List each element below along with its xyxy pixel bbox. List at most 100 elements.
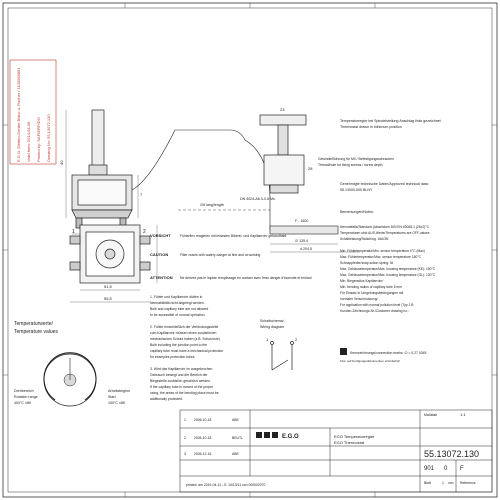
dim-right-height: 28 <box>308 166 313 171</box>
capillary-length-label: ∅6 lang/length <box>200 203 224 207</box>
reference-label: Reference <box>460 481 476 485</box>
mounted-note-en: Thermostat drawn in minimum position <box>340 125 402 129</box>
note-2-line-4: Bulb including the junction point to the <box>150 343 207 347</box>
note-3-line-1: 3. Wird das Kapillarrohr im ausgebrochen <box>150 367 212 371</box>
rev-row-1-index: 1 <box>184 418 186 422</box>
spec-line-7: Max. Gehäusetemperatur/Max. housing temp… <box>340 267 436 271</box>
note-1-line-4: to be accessible of normal operation. <box>150 313 205 317</box>
start-value: 150°C ±8K <box>108 401 126 405</box>
wiring-terminal-2: 2 <box>295 337 298 342</box>
ego-logo: E.G.O <box>256 432 299 440</box>
spec-line-11: Für Einsatz in Umgebungsbedingungen mit <box>340 291 403 295</box>
thermostat-front-view <box>69 224 151 284</box>
note-2-line-6: for examples protection tubes. <box>150 355 195 359</box>
bulb-diameter-label: ∅ 135.4 <box>295 239 308 243</box>
spec-line-6: Schnappfeder/snap action spring: Ni <box>340 261 393 265</box>
spec-line-2: Temperaturen sind AUS-Werte/Temperatures… <box>340 231 430 235</box>
format-code: F <box>460 466 464 472</box>
rev-row-1-date: 2006-10-18 <box>194 418 211 422</box>
note-3-block: 3. Wird das Kapillarrohr im ausgebrochen… <box>150 367 219 401</box>
stamp-line-4: Drawing No: 55.13072.130 <box>46 114 51 162</box>
sheet-number: 901 <box>424 466 435 472</box>
spec-line-9: Min. Biegeradius Kapillarrohr/ <box>340 279 383 283</box>
attention-heading: ATTENTION <box>150 275 173 280</box>
spec-line-10: Min. bending radius of capillary tube 5 … <box>340 285 402 289</box>
company-name: E.G.O <box>282 434 299 440</box>
note-1-block: 1. Fühler und Kapillarrohr dürfen in Nen… <box>150 295 208 317</box>
note-1-line-3: Bulb and capillary tube are not allowed <box>150 307 208 311</box>
approval-number: 55.13000.000 BLNY <box>340 188 373 192</box>
wiring-terminal-1: 1 <box>266 337 269 342</box>
terminal-label-2: 2 <box>143 229 146 235</box>
wiring-heading-en: Wiring diagram <box>260 325 284 329</box>
rev-row-3-index: 3 <box>184 452 186 456</box>
stamp-line-1: E.G.O. Elektro-Geräte Blanc u. Fischer /… <box>16 67 21 162</box>
terminal-label-1: 1 <box>72 229 75 235</box>
spec-line-14: Kunden-Zeichnungs-Nr./Customer drawing n… <box>340 309 409 313</box>
drawing-number: 55.13072.130 <box>424 449 479 459</box>
description-de: EGO Temperaturregler <box>334 434 375 439</box>
temp-title-en: Temperature values <box>14 329 58 335</box>
mounted-note-de: Temperaturregler bei Spindelstellung Ans… <box>340 119 441 123</box>
dim-right-width: 23 <box>280 107 285 112</box>
spec-line-5: Max. Fühlertemperatur/Max. sensor temper… <box>340 255 422 259</box>
dim-body-width: 51,5 <box>104 284 113 289</box>
note-3-line-4: If the capillary tube is moved of the pr… <box>150 385 214 389</box>
bulb-length-label: F - 1600 <box>295 219 308 223</box>
notes-heading: Bemerkungen/Notes: <box>340 210 374 214</box>
spec-line-4: Min. Fühlertemperatur/Min. sensor temper… <box>340 249 425 253</box>
rev-row-3-date: 2006-12-16 <box>194 452 211 456</box>
note-3-line-2: Gebrauch bewegt und der Bereich der <box>150 373 208 377</box>
temperature-values-box: Temperaturwerte/ Temperature values Dreh… <box>14 321 130 407</box>
thermostat-side-view <box>71 109 246 229</box>
spec-line-8: Max. Gehäusetemperatur/Max. housing temp… <box>340 273 436 277</box>
note-3-line-6: additionally protected. <box>150 397 183 401</box>
note-3-line-3: Biegestelle zusätzlich geschützt werden. <box>150 379 211 383</box>
rotation-label: Rotation range <box>14 395 38 399</box>
rev-row-1-name: ABE <box>232 418 240 422</box>
arbeitsbeginn-label: Arbeitsbeginn <box>108 389 130 393</box>
stamp-line-3: Printed by: SAP/ERP/DO <box>36 117 41 162</box>
marker-note: Kennzeichnungs/connection marks: ∅ = 0,2… <box>350 351 426 355</box>
spec-line-1: Nennabfalls/Standard (Abweichen DIN EN 6… <box>340 225 430 229</box>
caution-text-en: Filter reacts with watery danger at fine… <box>180 253 260 257</box>
wiring-diagram <box>270 341 294 371</box>
border-ticks <box>3 3 497 497</box>
blatt-value: 1 <box>442 481 444 485</box>
caution-heading-en: CAUTION <box>150 252 168 257</box>
scale-label: Maßstab <box>424 413 437 417</box>
wiring-heading-de: Schaltschema/ <box>260 319 284 323</box>
note-2-line-2: zum Kapillarrohr müssen einen zusätzlich… <box>150 331 216 335</box>
caution-heading-de: VORSICHT <box>150 233 171 238</box>
dim-left-top: 7 <box>140 192 143 197</box>
hole-note-de: Gewinde/Bohrung für M4 / Befestigungssch… <box>318 157 394 161</box>
note-2-line-3: mechanischen Schutz haben (z.B. Schutzro… <box>150 337 220 341</box>
validity-stamp: E.G.O. Elektro-Geräte Blanc u. Fischer /… <box>9 59 57 165</box>
dim-total-width: 55,5 <box>104 296 113 301</box>
note-2-block: 2. Fühler einschließlich der Verbindungs… <box>150 325 223 359</box>
sheets-label: von <box>448 481 454 485</box>
note-2-line-5: capillary tube must have a mechanical pr… <box>150 349 223 353</box>
stamp-line-2: Valid from: 2014-04-09 <box>26 121 31 162</box>
approval-heading: Genehmigte technische Daten/Approved tec… <box>340 182 429 186</box>
spec-line-3: Schaltleistung/Switching: 16A/3N <box>340 237 389 241</box>
temp-title-de: Temperaturwerte/ <box>14 321 54 327</box>
marker-subnote: bzw. auf Fertigungsdokumenten erforderli… <box>340 359 400 363</box>
description-en: EGO Thermostat <box>334 440 365 445</box>
scale-value: 1:1 <box>460 412 466 417</box>
rev-row-3-name: ABE <box>232 452 240 456</box>
caution-text-de: Fühlerflex reagieren mit leisesten Biber… <box>180 234 286 238</box>
dimension-lines-front <box>70 225 158 303</box>
capillary-spec-note: DN 4024-A6.3-0.8 Ms <box>240 197 275 201</box>
drehbereich-label: Drehbereich <box>14 389 34 393</box>
spec-line-12: normaler Verschmutzung/ <box>340 297 378 301</box>
printed-footer: printed: am 2019-04-11 - S. 10/13/11 von… <box>186 483 266 487</box>
spec-line-13: For application with normal pollution le… <box>340 303 414 307</box>
capillary-and-bulb <box>178 139 360 253</box>
start-label: Start <box>108 395 116 399</box>
blatt-label: Blatt <box>424 481 431 485</box>
mounting-bracket-view <box>259 114 307 194</box>
revision-code: 0 <box>444 466 448 472</box>
hole-note-en: Thread/hole for fixing screws / screw de… <box>318 163 383 167</box>
